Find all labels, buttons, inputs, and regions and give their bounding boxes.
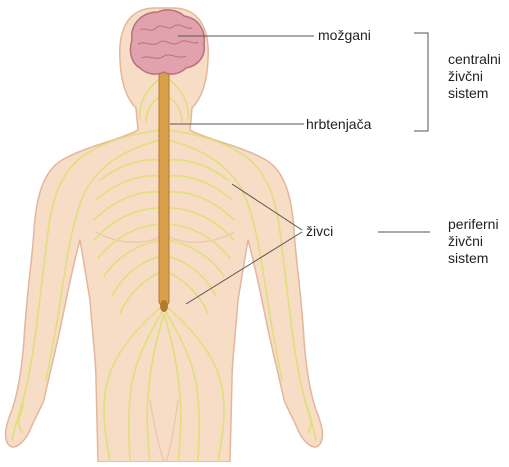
- spinal-cord-icon: [159, 70, 169, 312]
- label-central-line-2: živčni: [448, 68, 501, 85]
- label-brain: možgani: [318, 27, 371, 44]
- label-peripheral-nervous-system: periferni živčni sistem: [448, 216, 499, 267]
- label-peripheral-line-2: živčni: [448, 233, 499, 250]
- central-bracket: [414, 33, 428, 131]
- label-central-nervous-system: centralni živčni sistem: [448, 51, 501, 102]
- label-central-line-3: sistem: [448, 85, 501, 102]
- label-peripheral-line-3: sistem: [448, 250, 499, 267]
- label-spinal-cord: hrbtenjača: [306, 116, 371, 133]
- label-nerves: živci: [306, 223, 333, 240]
- label-peripheral-line-1: periferni: [448, 216, 499, 233]
- spinal-cord-shape: [159, 70, 169, 306]
- label-central-line-1: centralni: [448, 51, 501, 68]
- brain-icon: [130, 10, 204, 74]
